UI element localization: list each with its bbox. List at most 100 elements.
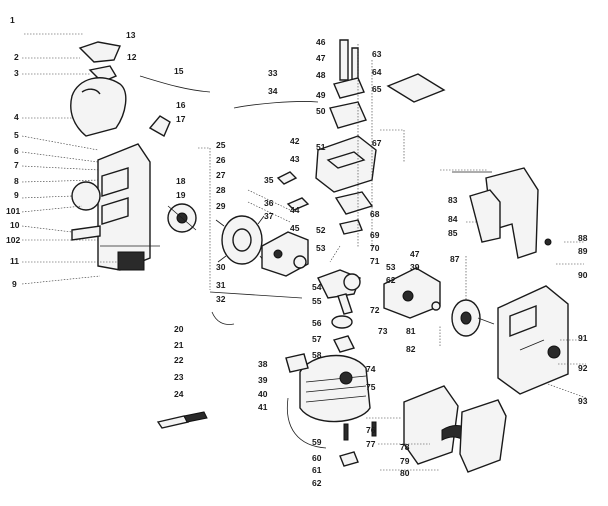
crankshaft	[317, 269, 361, 315]
callout-47-lower: 47	[410, 249, 420, 259]
callout-20: 20	[174, 324, 184, 334]
callout-15: 15	[174, 66, 184, 76]
callout-88: 88	[578, 233, 588, 243]
callout-48: 48	[316, 70, 326, 80]
linkage-rod	[209, 291, 303, 299]
callout-13: 13	[126, 30, 136, 40]
callout-1: 1	[10, 15, 15, 25]
callout-29: 29	[216, 201, 226, 211]
throttle-cable	[233, 101, 319, 109]
callout-61: 61	[312, 465, 322, 475]
callout-46: 46	[316, 37, 326, 47]
callout-40: 40	[258, 389, 268, 399]
drive-housing	[383, 267, 441, 319]
starter-pulley	[167, 203, 197, 233]
callout-38: 38	[258, 359, 268, 369]
callout-53-upper: 53	[316, 243, 326, 253]
callout-31: 31	[216, 280, 226, 290]
callout-63: 63	[372, 49, 382, 59]
callout-76: 76	[366, 425, 376, 435]
callout-18: 18	[176, 176, 186, 186]
callout-78: 78	[400, 442, 410, 452]
cylinder-engine	[285, 353, 371, 449]
callout-32: 32	[216, 294, 226, 304]
callout-39-upper: 39	[410, 262, 420, 272]
piston	[331, 315, 356, 353]
callout-80: 80	[400, 468, 410, 478]
callout-91: 91	[578, 333, 588, 343]
callout-50: 50	[316, 106, 326, 116]
callout-62-lower: 62	[312, 478, 322, 488]
callout-22: 22	[174, 355, 184, 365]
callout-9-lower: 9	[12, 279, 17, 289]
fuel-line	[139, 75, 211, 93]
callout-64: 64	[372, 67, 382, 77]
callout-55: 55	[312, 296, 322, 306]
callout-12: 12	[127, 52, 137, 62]
callout-9-upper: 9	[14, 190, 19, 200]
callout-47-upper: 47	[316, 53, 326, 63]
gasket-plate	[386, 73, 446, 103]
engine-shroud	[497, 285, 569, 395]
flywheel-fan	[215, 215, 267, 265]
callout-2: 2	[14, 52, 19, 62]
housing-assembly	[70, 41, 171, 271]
callout-74: 74	[366, 364, 376, 374]
callout-89: 89	[578, 246, 588, 256]
callout-65: 65	[372, 84, 382, 94]
callout-42: 42	[290, 136, 300, 146]
callout-23: 23	[174, 372, 184, 382]
callout-16: 16	[176, 100, 186, 110]
callout-27: 27	[216, 170, 226, 180]
callout-33: 33	[268, 68, 278, 78]
callout-87: 87	[450, 254, 460, 264]
callout-49: 49	[316, 90, 326, 100]
callout-21: 21	[174, 340, 184, 350]
callout-77: 77	[366, 439, 376, 449]
callout-67: 67	[372, 138, 382, 148]
callout-69: 69	[370, 230, 380, 240]
callout-84: 84	[448, 214, 458, 224]
callout-56: 56	[312, 318, 322, 328]
callout-90: 90	[578, 270, 588, 280]
spark-plug-set	[339, 421, 377, 467]
callout-58: 58	[312, 350, 322, 360]
callout-8: 8	[14, 176, 19, 186]
callout-45: 45	[290, 223, 300, 233]
callout-54: 54	[312, 282, 322, 292]
crankcase-block	[261, 171, 310, 277]
callout-93: 93	[578, 396, 588, 406]
spark-plug-wrench	[156, 411, 208, 429]
callout-labels: 1 13 2 12 3 15 33 34 16 4 17 5 6 7 8 9 1…	[6, 15, 588, 488]
callout-6: 6	[14, 146, 19, 156]
callout-68: 68	[370, 209, 380, 219]
callout-82: 82	[406, 344, 416, 354]
callout-72: 72	[370, 305, 380, 315]
callout-83: 83	[448, 195, 458, 205]
callout-17: 17	[176, 114, 186, 124]
callout-75: 75	[366, 382, 376, 392]
callout-25: 25	[216, 140, 226, 150]
callout-85: 85	[448, 228, 458, 238]
callout-79: 79	[400, 456, 410, 466]
callout-52: 52	[316, 225, 326, 235]
callout-59: 59	[312, 437, 322, 447]
callout-43: 43	[290, 154, 300, 164]
callout-3: 3	[14, 68, 19, 78]
callout-7: 7	[14, 160, 19, 170]
callout-41: 41	[258, 402, 268, 412]
air-filter	[403, 385, 507, 473]
callout-5: 5	[14, 130, 19, 140]
callout-81: 81	[406, 326, 416, 336]
callout-92: 92	[578, 363, 588, 373]
callout-71: 71	[370, 256, 380, 266]
callout-35: 35	[264, 175, 274, 185]
callout-19: 19	[176, 190, 186, 200]
callout-36: 36	[264, 198, 274, 208]
callout-57: 57	[312, 334, 322, 344]
callout-4: 4	[14, 112, 19, 122]
callout-37: 37	[264, 211, 274, 221]
callout-11: 11	[10, 256, 19, 266]
callout-26: 26	[216, 155, 226, 165]
